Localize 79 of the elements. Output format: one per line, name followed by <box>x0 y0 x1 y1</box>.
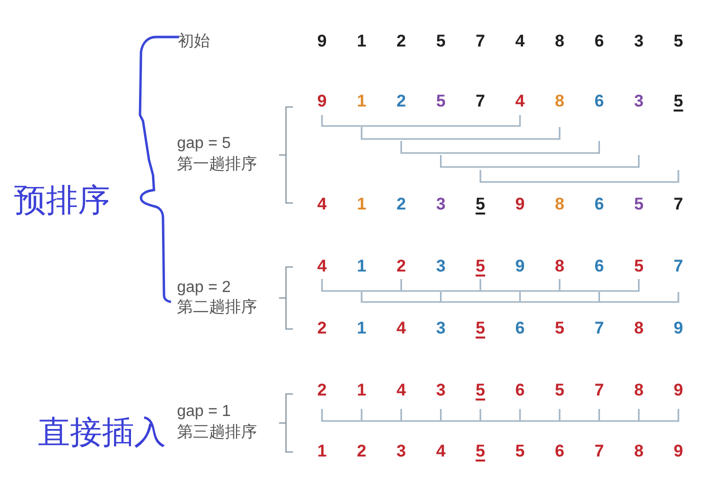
number: 2 <box>317 318 327 340</box>
pass-label: gap = 1 <box>177 402 231 422</box>
number: 9 <box>515 194 525 216</box>
number: 4 <box>317 194 327 216</box>
number: 9 <box>674 380 684 402</box>
number: 7 <box>594 440 604 463</box>
number: 3 <box>436 194 446 216</box>
number: 9 <box>674 440 684 463</box>
number: 3 <box>436 318 446 340</box>
number: 4 <box>317 256 327 278</box>
number: 8 <box>634 440 644 463</box>
number: 2 <box>396 194 406 216</box>
number: 5 <box>476 194 486 216</box>
number: 7 <box>476 30 486 53</box>
number: 8 <box>634 318 644 340</box>
number: 5 <box>476 380 486 402</box>
number: 5 <box>476 256 486 278</box>
number: 3 <box>634 90 644 113</box>
number: 5 <box>674 30 684 53</box>
number: 6 <box>594 194 604 216</box>
number: 8 <box>554 90 564 113</box>
number: 2 <box>396 90 406 113</box>
number: 5 <box>674 90 684 113</box>
number: 4 <box>515 90 525 113</box>
pass-label: 第二趟排序 <box>177 298 257 318</box>
number: 7 <box>594 318 604 340</box>
number: 1 <box>356 30 366 53</box>
number: 5 <box>634 194 644 216</box>
number: 9 <box>317 90 327 113</box>
number: 6 <box>515 318 525 340</box>
number: 1 <box>356 380 366 402</box>
number: 5 <box>476 440 486 463</box>
pass-label: gap = 5 <box>177 134 231 154</box>
number: 2 <box>396 30 406 53</box>
number: 8 <box>634 380 644 402</box>
number: 6 <box>594 90 604 113</box>
number: 7 <box>674 194 684 216</box>
number: 6 <box>554 440 564 463</box>
number: 9 <box>515 256 525 278</box>
number: 3 <box>396 440 406 463</box>
number: 9 <box>674 318 684 340</box>
pass-label: 初始 <box>178 32 210 52</box>
number: 3 <box>436 380 446 402</box>
number: 2 <box>317 380 327 402</box>
number: 5 <box>554 380 564 402</box>
number: 8 <box>554 194 564 216</box>
number: 6 <box>594 30 604 53</box>
number: 7 <box>476 90 486 113</box>
number: 1 <box>356 194 366 216</box>
number: 9 <box>317 30 327 53</box>
number: 6 <box>594 256 604 278</box>
pass-label: 第三趟排序 <box>177 423 257 443</box>
phase-label: 直接插入 <box>38 412 166 452</box>
phase-label: 预排序 <box>14 180 110 220</box>
number: 5 <box>436 30 446 53</box>
number: 5 <box>515 440 525 463</box>
number: 1 <box>356 318 366 340</box>
pass-label: gap = 2 <box>177 278 231 298</box>
number: 4 <box>396 318 406 340</box>
number: 8 <box>554 256 564 278</box>
number: 2 <box>356 440 366 463</box>
number: 2 <box>396 256 406 278</box>
number: 4 <box>436 440 446 463</box>
number: 6 <box>515 380 525 402</box>
number: 3 <box>634 30 644 53</box>
number: 4 <box>515 30 525 53</box>
number: 7 <box>594 380 604 402</box>
number: 5 <box>554 318 564 340</box>
number: 1 <box>356 90 366 113</box>
number: 5 <box>436 90 446 113</box>
number: 1 <box>356 256 366 278</box>
number: 7 <box>674 256 684 278</box>
number: 8 <box>554 30 564 53</box>
number: 4 <box>396 380 406 402</box>
number: 3 <box>436 256 446 278</box>
pass-label: 第一趟排序 <box>177 155 257 175</box>
number: 5 <box>634 256 644 278</box>
number: 5 <box>476 318 486 340</box>
number: 1 <box>317 440 327 463</box>
